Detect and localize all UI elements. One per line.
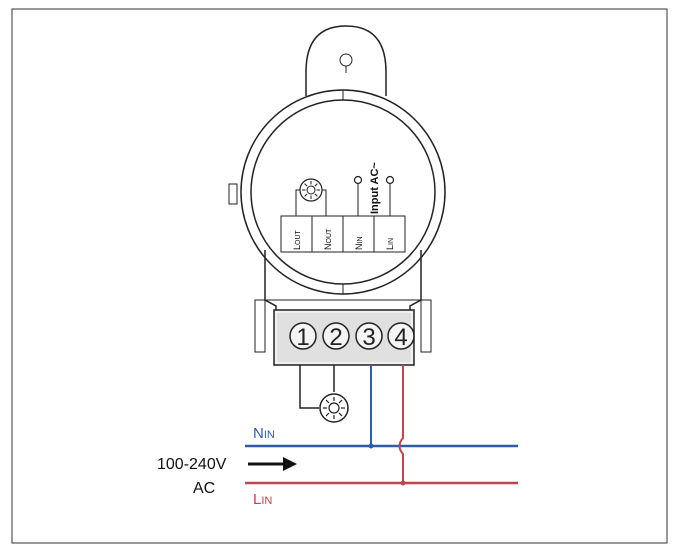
neutral-wire-label: NIN: [253, 425, 275, 442]
svg-text:3: 3: [362, 324, 375, 351]
svg-text:4: 4: [394, 324, 407, 351]
svg-text:2: 2: [329, 324, 342, 351]
terminal-label-l-in: LIN: [385, 238, 395, 250]
lamp-icon: [319, 393, 349, 423]
lamp-icon: [299, 178, 323, 202]
device-terminal-strip: LOUT NOUT NIN LIN: [280, 215, 406, 253]
neutral-wire: [245, 365, 518, 449]
terminal-number-3: 3: [355, 322, 383, 351]
svg-text:1: 1: [296, 324, 309, 351]
arrow-right-icon: [248, 457, 297, 471]
supply-voltage-label: 100-240V: [157, 456, 227, 473]
live-wire: [245, 365, 518, 486]
input-ac-label: Input AC~: [369, 162, 381, 214]
terminal-label-n-out: NOUT: [323, 228, 333, 250]
internal-lamp-circuit: Input AC~: [295, 162, 395, 216]
live-wire-label: LIN: [253, 491, 272, 508]
terminal-label-n-in: NIN: [354, 237, 364, 251]
terminal-number-4: 4: [387, 322, 415, 351]
terminal-block: 1 2 3 4: [273, 309, 415, 366]
mounting-tab: [305, 25, 387, 96]
terminal-number-2: 2: [322, 322, 350, 351]
diagram-frame: [11, 8, 668, 544]
terminal-label-l-out: LOUT: [292, 229, 302, 250]
device-body: [228, 89, 446, 353]
terminal-number-1: 1: [289, 322, 317, 351]
supply-type-label: AC: [193, 480, 215, 497]
external-lamp-circuit: [299, 365, 349, 423]
